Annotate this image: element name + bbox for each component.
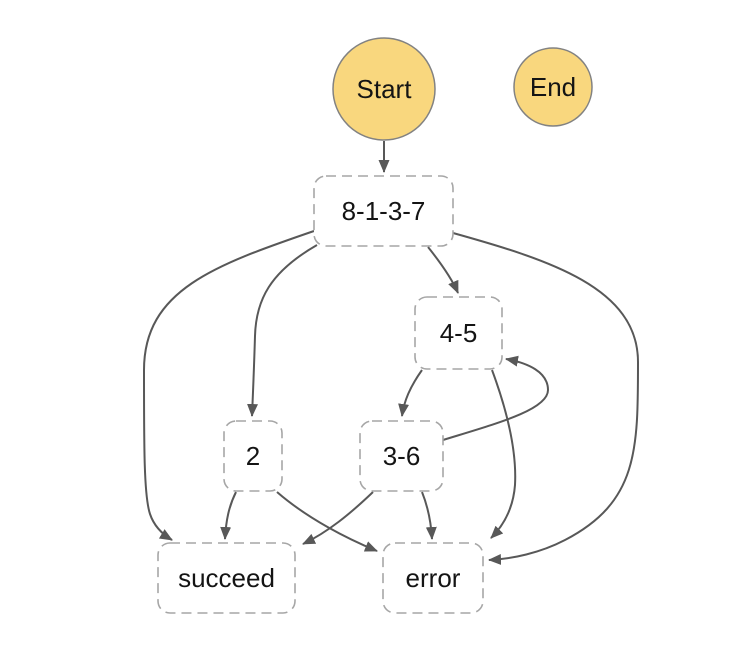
- state-box-succeed: [157, 542, 296, 614]
- node-error: error: [382, 542, 484, 614]
- node-2: 2: [223, 420, 283, 492]
- state-box-8-1-3-7: [313, 175, 454, 247]
- node-label-2: 2: [246, 441, 260, 471]
- edge-4-5-to-error: [490, 369, 517, 539]
- node-label-end: End: [530, 72, 576, 102]
- edge-2-to-succeed: [220, 491, 237, 540]
- nodes-layer: Start End 8-1-3-7 4-5 2 3-6 succeed error: [157, 37, 593, 614]
- edge-2-to-error: [276, 491, 378, 552]
- edge-8-1-3-7-to-4-5: [427, 246, 459, 294]
- node-8-1-3-7: 8-1-3-7: [313, 175, 454, 247]
- edge-3-6-to-4-5: [442, 355, 550, 441]
- node-succeed: succeed: [157, 542, 296, 614]
- terminal-circle-start: [332, 37, 436, 141]
- node-start: Start: [332, 37, 436, 141]
- node-label-8-1-3-7: 8-1-3-7: [342, 196, 426, 226]
- edge-8-1-3-7-to-error: [452, 232, 640, 565]
- node-label-3-6: 3-6: [383, 441, 421, 471]
- terminal-circle-end: [513, 47, 593, 127]
- edge-3-6-to-error: [421, 491, 437, 540]
- state-box-2: [223, 420, 283, 492]
- state-box-error: [382, 542, 484, 614]
- edges-layer: [142, 140, 640, 565]
- node-label-start: Start: [357, 74, 413, 104]
- edge-3-6-to-succeed: [302, 491, 374, 545]
- state-box-4-5: [414, 296, 503, 370]
- node-label-error: error: [406, 563, 461, 593]
- node-label-succeed: succeed: [178, 563, 275, 593]
- edge-8-1-3-7-to-2: [247, 244, 318, 417]
- edge-8-1-3-7-to-succeed: [142, 230, 315, 541]
- node-label-4-5: 4-5: [440, 318, 478, 348]
- node-4-5: 4-5: [414, 296, 503, 370]
- edge-4-5-to-3-6: [398, 369, 423, 417]
- node-end: End: [513, 47, 593, 127]
- state-box-3-6: [359, 420, 444, 492]
- node-3-6: 3-6: [359, 420, 444, 492]
